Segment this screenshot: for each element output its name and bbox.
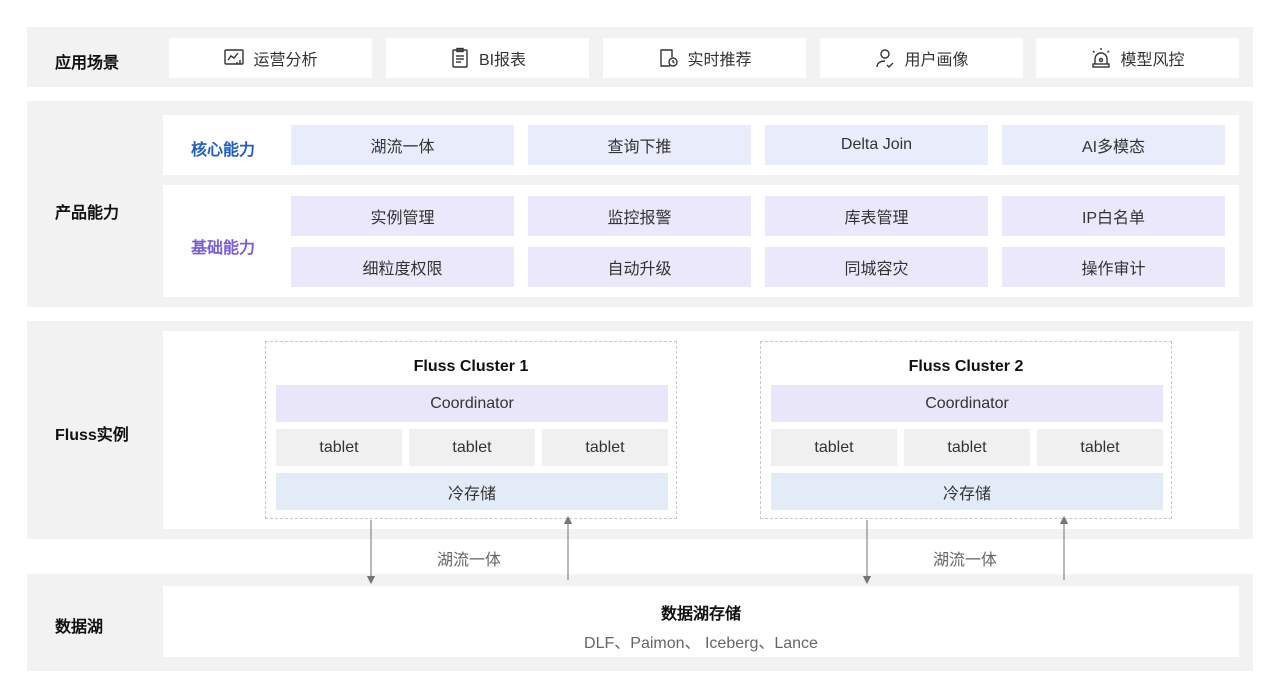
scenario-card-label: 用户画像: [904, 52, 969, 69]
clock-document-icon: [660, 49, 679, 67]
tablet-box: tablet: [409, 429, 535, 466]
basic-capability-item: 自动升级: [528, 247, 751, 287]
basic-capability-item: IP白名单: [1002, 196, 1225, 236]
basic-capability-item: 细粒度权限: [291, 247, 514, 287]
basic-capability-item: 库表管理: [765, 196, 988, 236]
cold-storage-box: 冷存储: [771, 473, 1163, 510]
coordinator-box: Coordinator: [276, 385, 668, 422]
tablet-box: tablet: [904, 429, 1030, 466]
lake-band-label: 数据湖: [55, 619, 104, 636]
chart-monitor-icon: [224, 49, 245, 65]
core-capability-item: Delta Join: [765, 125, 988, 165]
coordinator-box: Coordinator: [771, 385, 1163, 422]
cluster-title: Fluss Cluster 2: [908, 358, 1024, 375]
scenario-card-realtime-recommend: 实时推荐: [603, 38, 806, 78]
basic-capability-item: 实例管理: [291, 196, 514, 236]
alarm-light-icon: [1092, 48, 1111, 68]
scenario-card-label: BI报表: [478, 52, 527, 69]
product-band-label: 产品能力: [55, 205, 120, 222]
instance-band-label: Fluss实例: [55, 427, 129, 444]
lake-storage-title: 数据湖存储: [660, 606, 741, 623]
fluss-cluster-1: Fluss Cluster 1 Coordinator tablet table…: [265, 341, 677, 519]
scenario-card-label: 模型风控: [1120, 52, 1185, 69]
lake-panel: [163, 586, 1239, 657]
cold-storage-box: 冷存储: [276, 473, 668, 510]
scenario-card-user-profile: 用户画像: [820, 38, 1023, 78]
scenario-card-label: 运营分析: [253, 52, 318, 69]
user-profile-icon: [876, 49, 894, 68]
lake-storage-formats: DLF、Paimon、 Iceberg、Lance: [584, 635, 818, 652]
report-clipboard-icon: [452, 47, 468, 68]
core-capability-item: AI多模态: [1002, 125, 1225, 165]
basic-capability-item: 操作审计: [1002, 247, 1225, 287]
scenario-card-label: 实时推荐: [687, 52, 752, 69]
fluss-cluster-2: Fluss Cluster 2 Coordinator tablet table…: [760, 341, 1172, 519]
flow-label-cluster-2: 湖流一体: [933, 552, 998, 569]
basic-capability-item: 同城容灾: [765, 247, 988, 287]
tablet-box: tablet: [276, 429, 402, 466]
scenario-card-bi-report: BI报表: [386, 38, 589, 78]
basic-capability-label: 基础能力: [191, 240, 256, 257]
scenario-band-label: 应用场景: [55, 55, 120, 72]
core-capability-label: 核心能力: [191, 142, 256, 159]
scenario-card-ops-analysis: 运营分析: [169, 38, 372, 78]
basic-capability-item: 监控报警: [528, 196, 751, 236]
tablet-box: tablet: [771, 429, 897, 466]
scenario-card-risk-control: 模型风控: [1036, 38, 1239, 78]
tablet-box: tablet: [542, 429, 668, 466]
core-capability-item: 湖流一体: [291, 125, 514, 165]
flow-label-cluster-1: 湖流一体: [437, 552, 502, 569]
tablet-box: tablet: [1037, 429, 1163, 466]
cluster-title: Fluss Cluster 1: [413, 358, 529, 375]
core-capability-item: 查询下推: [528, 125, 751, 165]
